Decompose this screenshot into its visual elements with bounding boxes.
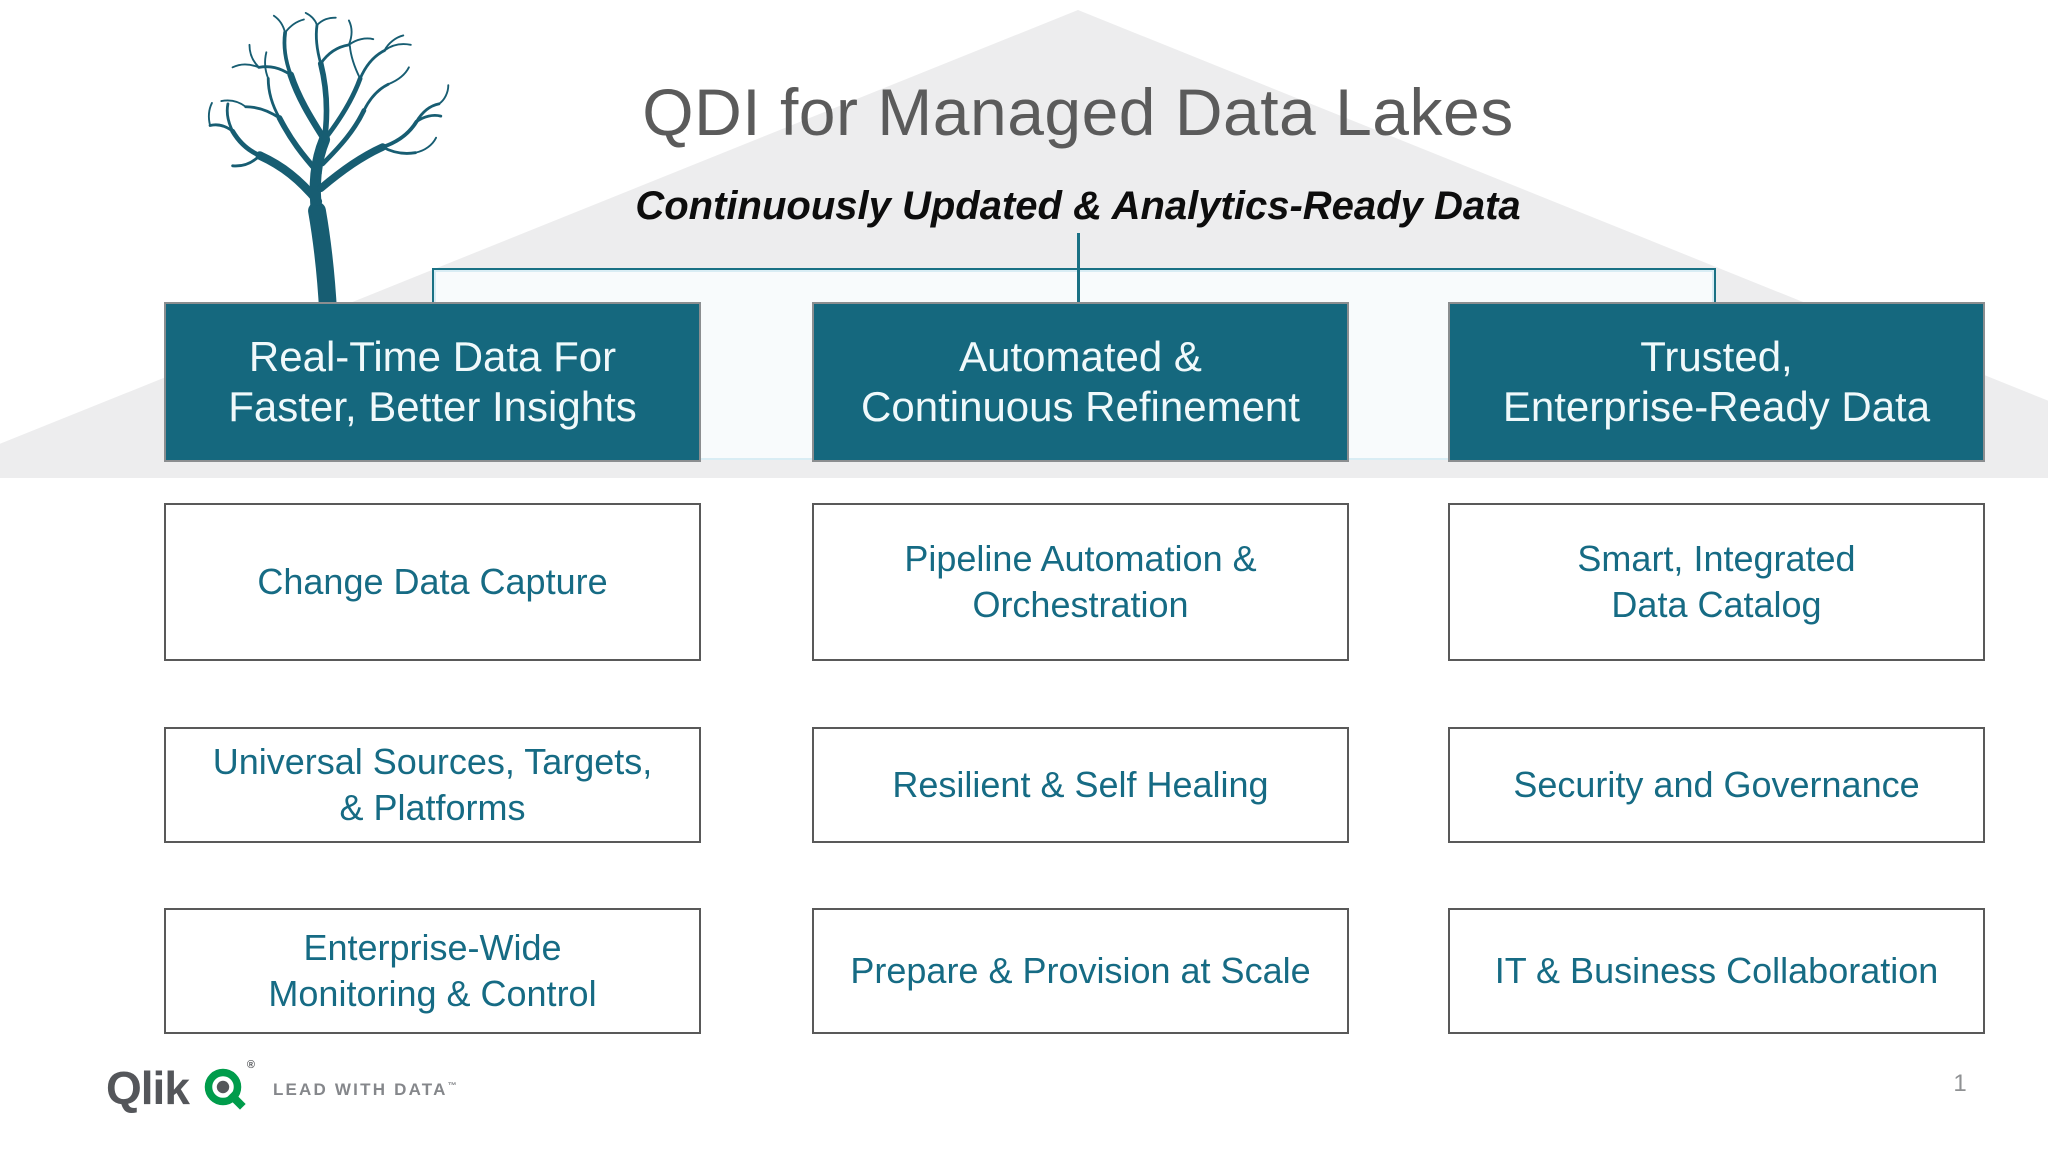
item-universal-sources: Universal Sources, Targets, & Platforms	[164, 727, 701, 843]
item-pipeline-automation: Pipeline Automation & Orchestration	[812, 503, 1349, 661]
column-header-realtime-data: Real-Time Data For Faster, Better Insigh…	[164, 302, 701, 462]
item-smart-data-catalog: Smart, Integrated Data Catalog	[1448, 503, 1985, 661]
item-it-business-collaboration: IT & Business Collaboration	[1448, 908, 1985, 1034]
qlik-logo: Qlik ® LEAD WITH DATA™	[106, 1059, 459, 1114]
registered-mark: ®	[246, 1059, 255, 1071]
item-change-data-capture: Change Data Capture	[164, 503, 701, 661]
item-prepare-provision: Prepare & Provision at Scale	[812, 908, 1349, 1034]
trademark-mark: ™	[447, 1080, 459, 1091]
page-title: QDI for Managed Data Lakes	[642, 75, 1514, 149]
page-subtitle: Continuously Updated & Analytics-Ready D…	[635, 184, 1521, 228]
item-enterprise-monitoring: Enterprise-Wide Monitoring & Control	[164, 908, 701, 1034]
connector-line	[1077, 233, 1080, 305]
qlik-wordmark: Qlik	[106, 1062, 190, 1114]
column-header-automated-refinement: Automated & Continuous Refinement	[812, 302, 1349, 462]
page-number: 1	[1953, 1070, 1967, 1097]
qlik-q-icon: ®	[199, 1059, 255, 1113]
item-security-governance: Security and Governance	[1448, 727, 1985, 843]
column-header-trusted-data: Trusted, Enterprise-Ready Data	[1448, 302, 1985, 462]
tree-icon	[207, 12, 450, 314]
qlik-tagline: LEAD WITH DATA™	[272, 1080, 459, 1099]
item-resilient-self-healing: Resilient & Self Healing	[812, 727, 1349, 843]
